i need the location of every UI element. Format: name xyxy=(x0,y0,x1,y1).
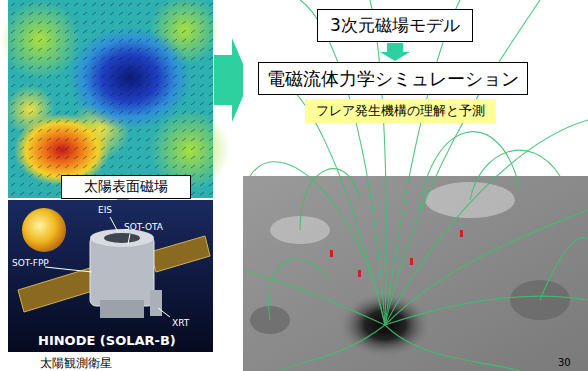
part-name: EIS xyxy=(98,205,112,215)
box-text: フレア発生機構の理解と予測 xyxy=(316,102,485,120)
box-text: 3次元磁場モデル xyxy=(330,14,460,37)
goal-box: フレア発生機構の理解と予測 xyxy=(305,99,496,123)
caption: 太陽観測衛星 xyxy=(40,355,112,371)
simulation-box: 電磁流体力学シミュレーション xyxy=(258,62,528,95)
block-arrow xyxy=(380,43,410,61)
model-box: 3次元磁場モデル xyxy=(317,9,473,42)
part-name: SOT-FPP xyxy=(12,258,49,268)
box-text: 電磁流体力学シミュレーション xyxy=(267,67,519,91)
page-number: 30 xyxy=(558,357,571,368)
part-name: XRT xyxy=(172,318,189,328)
part-name: SOT-OTA xyxy=(124,222,163,232)
satellite-name: HINODE (SOLAR-B) xyxy=(38,333,176,348)
box-text: 太陽表面磁場 xyxy=(84,178,168,196)
caption-box: 太陽表面磁場 xyxy=(61,175,191,199)
